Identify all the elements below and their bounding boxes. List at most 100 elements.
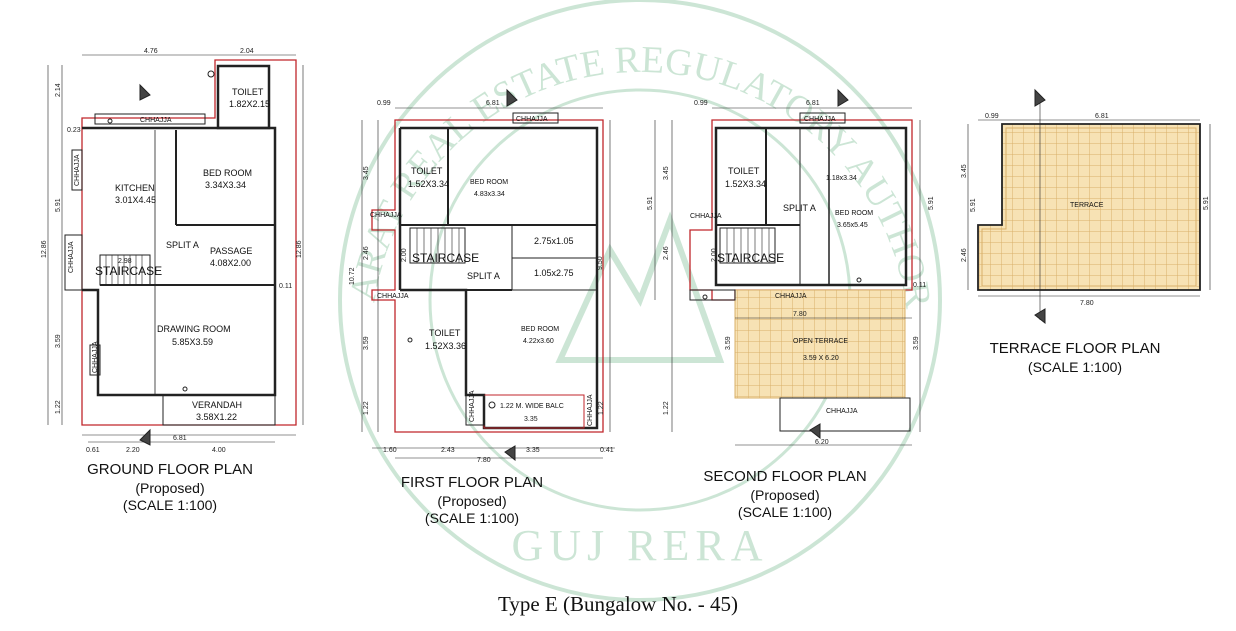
ground-passage-dim: 4.08X2.00: [210, 258, 251, 268]
second-chhajja-bottom: CHHAJJA: [826, 408, 858, 415]
ground-dim-bot3: 4.00: [212, 447, 226, 454]
ground-chhajja-left2: CHHAJJA: [92, 341, 99, 373]
second-floor-scale: (SCALE 1:100): [737, 504, 833, 521]
terrace-label: TERRACE: [1070, 202, 1104, 209]
second-dim-left2: 2.46: [663, 246, 670, 260]
ground-floor-subtitle: (Proposed): [135, 479, 205, 496]
second-dim-right1: 5.91: [928, 196, 935, 210]
ground-dim-left2: 0.23: [67, 127, 81, 134]
first-toilet2-label: TOILET: [429, 328, 461, 338]
second-floor-labels: CHHAJJA TOILET 1.52X3.34 1.18x3.34 SPLIT…: [647, 100, 935, 446]
ground-split-label: SPLIT A: [166, 240, 199, 250]
first-dim-right: 9.50: [597, 256, 604, 270]
ground-drawing-dim: 5.85X3.59: [172, 337, 213, 347]
second-dim-right3: 0.11: [913, 282, 926, 289]
ground-dim-left3: 5.91: [55, 198, 62, 212]
second-chhajja-top: CHHAJJA: [804, 116, 836, 123]
first-bedroom2-label: BED ROOM: [521, 326, 559, 333]
second-open-terrace-dim: 3.59 X 6.20: [803, 355, 839, 362]
first-dim-stair: 2.00: [401, 248, 408, 262]
terrace-dim-left-total: 5.91: [970, 198, 977, 212]
second-dim-bot-total: 6.20: [815, 439, 829, 446]
ground-toilet-label: TOILET: [232, 87, 264, 97]
first-dim-bot2: 2.43: [441, 447, 455, 454]
first-dim-right2: 1.22: [598, 401, 605, 415]
first-dim-left1: 3.45: [363, 166, 370, 180]
first-dim-top2: 6.81: [486, 100, 500, 107]
ground-chhajja-left: CHHAJJA: [74, 154, 81, 186]
first-bedroom1-label: BED ROOM: [470, 179, 508, 186]
first-floor-title: FIRST FLOOR PLAN: [400, 474, 544, 491]
terrace-dim-left1: 3.45: [961, 164, 968, 178]
ground-passage-label: PASSAGE: [210, 246, 252, 256]
second-dim-left1: 3.45: [663, 166, 670, 180]
ground-dim-left5: 1.22: [55, 400, 62, 414]
second-dim-mid: 7.80: [793, 311, 807, 318]
ground-floor-title: GROUND FLOOR PLAN: [87, 461, 253, 478]
terrace-dim-left2: 2.46: [961, 248, 968, 262]
second-dim-total-l: 5.91: [647, 196, 654, 210]
second-floor-plan: [654, 88, 921, 446]
ground-dim-total-right: 12.86: [296, 240, 303, 258]
first-chhajja-balc-right: CHHAJJA: [587, 394, 594, 426]
second-chhajja-left: CHHAJJA: [690, 213, 722, 220]
ground-dim-bot1: 0.61: [86, 447, 100, 454]
second-floor-title-block: SECOND FLOOR PLAN (Proposed) (SCALE 1:10…: [680, 468, 890, 522]
ground-drawing-label: DRAWING ROOM: [157, 324, 231, 334]
second-dim-right2: 3.59: [913, 336, 920, 350]
terrace-floor-plan: [967, 88, 1211, 325]
first-chhajja-left: CHHAJJA: [370, 212, 402, 219]
main-title: Type E (Bungalow No. - 45): [498, 592, 738, 616]
first-toilet1-dim: 1.52X3.34: [408, 179, 449, 189]
second-dim-left4: 1.22: [663, 401, 670, 415]
first-dim-bot1: 1.60: [383, 447, 397, 454]
second-bedroom-dim: 3.65x5.45: [837, 222, 868, 229]
ground-floor-scale: (SCALE 1:100): [122, 497, 218, 514]
first-dim-top1: 0.99: [377, 100, 391, 107]
first-split-label: SPLIT A: [467, 271, 500, 281]
first-floor-labels: CHHAJJA TOILET 1.52X3.34 BED ROOM 4.83x3…: [349, 100, 614, 464]
terrace-floor-scale: (SCALE 1:100): [1027, 358, 1123, 375]
first-void1-label: 2.75x1.05: [534, 236, 574, 246]
ground-floor-labels: TOILET 1.82X2.15 CHHAJJA BED ROOM 3.34X3…: [41, 48, 303, 454]
ground-floor-title-block: GROUND FLOOR PLAN (Proposed) (SCALE 1:10…: [70, 461, 270, 515]
terrace-dim-top1: 0.99: [985, 113, 999, 120]
second-room1-dim: 1.18x3.34: [826, 175, 857, 182]
first-dim-bot-total: 7.80: [477, 457, 491, 464]
terrace-floor-title: TERRACE FLOOR PLAN: [989, 340, 1161, 357]
ground-dim-bot2: 2.20: [126, 447, 140, 454]
first-bedroom2-dim: 4.22x3.60: [523, 338, 554, 345]
ground-verandah-label: VERANDAH: [192, 400, 242, 410]
second-floor-subtitle: (Proposed): [750, 486, 820, 503]
second-dim-stair: 2.00: [711, 248, 718, 262]
first-chhajja-top: CHHAJJA: [516, 116, 548, 123]
second-dim-top2: 6.81: [806, 100, 820, 107]
second-bedroom-label: BED ROOM: [835, 210, 873, 217]
ground-verandah-dim: 3.58X1.22: [196, 412, 237, 422]
first-chhajja-balc-left: CHHAJJA: [469, 390, 476, 422]
first-toilet1-label: TOILET: [411, 166, 443, 176]
first-dim-total: 10.72: [349, 267, 356, 285]
second-dim-left3: 3.59: [725, 336, 732, 350]
second-open-terrace-label: OPEN TERRACE: [793, 338, 848, 345]
first-staircase-label: STAIRCASE: [412, 251, 479, 265]
ground-dim-bot-total: 6.81: [173, 435, 187, 442]
ground-chhajja-stair: CHHAJJA: [68, 241, 75, 273]
ground-dim-left1: 2.14: [55, 83, 62, 97]
second-split-label: SPLIT A: [783, 203, 816, 213]
ground-dim-top2: 2.04: [240, 48, 254, 55]
ground-bedroom-label: BED ROOM: [203, 168, 252, 178]
first-dim-bot3: 3.35: [526, 447, 540, 454]
ground-dim-right: 0.11: [279, 283, 292, 290]
second-chhajja-mid: CHHAJJA: [775, 293, 807, 300]
ground-kitchen-label: KITCHEN: [115, 183, 155, 193]
first-floor-scale: (SCALE 1:100): [424, 510, 520, 527]
ground-chhajja-label: CHHAJJA: [140, 117, 172, 124]
first-floor-title-block: FIRST FLOOR PLAN (Proposed) (SCALE 1:100…: [372, 474, 572, 528]
terrace-dim-bottom: 7.80: [1080, 300, 1094, 307]
first-void2-label: 1.05x2.75: [534, 268, 574, 278]
ground-dim-top1: 4.76: [144, 48, 158, 55]
ground-dim-left4: 3.59: [55, 334, 62, 348]
ground-toilet-dim: 1.82X2.15: [229, 99, 270, 109]
